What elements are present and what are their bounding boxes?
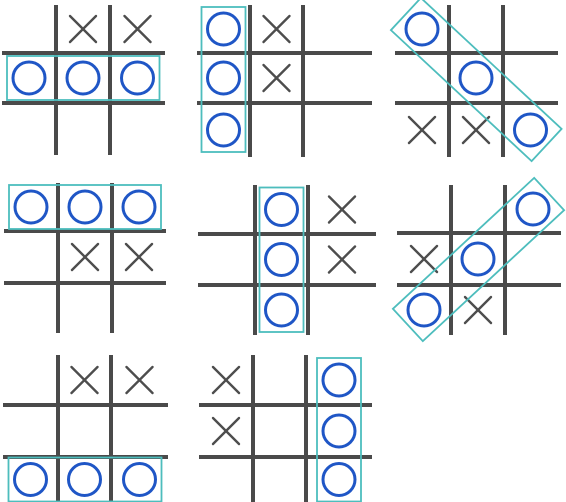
x-mark-icon	[262, 63, 291, 93]
x-mark-icon	[124, 242, 154, 272]
o-mark-icon	[65, 60, 101, 96]
x-mark-icon	[68, 14, 98, 44]
x-mark-icon	[211, 365, 241, 395]
o-mark-icon	[206, 11, 241, 47]
board-7	[3, 355, 168, 502]
x-mark-icon	[407, 115, 437, 145]
o-mark-icon	[206, 112, 241, 148]
board-8	[199, 355, 372, 502]
board-5	[198, 185, 376, 335]
o-mark-icon	[122, 462, 157, 497]
board-4	[4, 183, 166, 333]
o-mark-icon	[515, 191, 551, 227]
x-mark-icon	[409, 244, 439, 274]
o-mark-icon	[321, 462, 357, 497]
board-1	[2, 5, 165, 155]
winning-line-highlight	[391, 176, 566, 343]
o-mark-icon	[67, 462, 102, 497]
o-mark-icon	[13, 189, 49, 225]
o-mark-icon	[67, 189, 103, 225]
board-2	[197, 5, 372, 157]
o-mark-icon	[513, 112, 548, 148]
x-mark-icon	[463, 295, 493, 325]
winning-line-highlight	[8, 184, 162, 230]
o-mark-icon	[13, 462, 48, 497]
o-mark-icon	[206, 60, 241, 96]
o-mark-icon	[321, 362, 357, 398]
board-6	[391, 176, 566, 343]
o-mark-icon	[11, 60, 47, 96]
o-mark-icon	[264, 292, 299, 328]
o-mark-icon	[460, 241, 496, 277]
o-mark-icon	[264, 192, 299, 227]
x-mark-icon	[327, 245, 357, 274]
x-mark-icon	[70, 365, 99, 395]
o-mark-icon	[120, 60, 155, 96]
o-mark-icon	[321, 413, 357, 449]
x-mark-icon	[262, 14, 291, 44]
x-mark-icon	[125, 365, 154, 395]
winning-line-highlight	[6, 55, 161, 101]
winning-line-highlight	[389, 0, 563, 163]
x-mark-icon	[461, 115, 491, 145]
x-mark-icon	[327, 195, 357, 224]
winning-line-highlight	[200, 6, 247, 153]
x-mark-icon	[211, 416, 241, 446]
x-mark-icon	[70, 242, 100, 272]
o-mark-icon	[264, 242, 299, 277]
x-mark-icon	[123, 14, 152, 44]
o-mark-icon	[406, 292, 442, 328]
winning-line-highlight	[258, 186, 305, 333]
o-mark-icon	[404, 11, 440, 47]
o-mark-icon	[458, 60, 494, 96]
o-mark-icon	[121, 189, 157, 225]
board-3	[389, 0, 563, 163]
